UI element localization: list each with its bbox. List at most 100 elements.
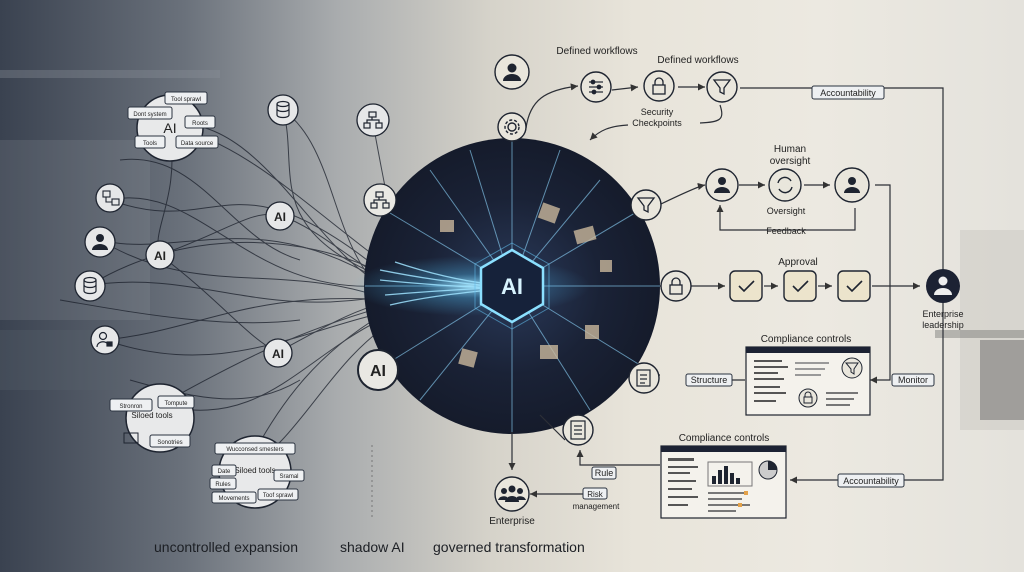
filter-icon [712,79,732,96]
ai-node-left[interactable]: AI [145,240,175,270]
ai-hub[interactable]: AI [474,242,550,330]
svg-text:Rule: Rule [595,468,614,478]
sliders-icon [589,79,603,95]
tag-roots: Roots [184,115,216,129]
tag-sramal: Sramal [273,469,305,482]
svg-text:Rules: Rules [215,482,230,488]
compliance-panel-1[interactable] [745,346,871,416]
hierarchy-node-hub[interactable] [363,183,397,217]
hierarchy-icon [363,111,383,129]
tag-rules: Rules [209,477,237,490]
lock-node-approval[interactable] [660,270,692,302]
siloed-tools-label: Siloed tools [131,411,172,420]
svg-text:Wucconsed smesters: Wucconsed smesters [226,447,283,453]
rule-tag: Rule [591,466,617,480]
person-icon [92,234,108,250]
tag-movements: Movements [211,491,257,504]
database-node-left[interactable] [74,270,106,302]
refresh-node[interactable] [768,168,802,202]
chart-icon [712,466,740,484]
tag-tools: Tools [134,135,166,149]
svg-text:Tools: Tools [143,141,157,147]
tag-tool-sprawl: Tool sprawl [164,91,208,105]
svg-text:Date: Date [218,469,231,475]
svg-text:Sramal: Sramal [279,474,298,480]
svg-text:Structure: Structure [691,375,728,385]
database-icon [83,276,97,295]
svg-text:Sonotries: Sonotries [157,440,182,446]
svg-text:Tool sprawl: Tool sprawl [171,97,201,103]
svg-text:Movements: Movements [218,496,249,502]
svg-text:Roots: Roots [192,121,208,127]
person-icon [714,177,730,193]
left-cluster-bottom2[interactable]: Siloed tools Wucconsed smesters Date Rul… [209,435,305,509]
filter-icon [636,197,656,214]
svg-text:Stronron: Stronron [119,404,142,410]
accountability-tag-bottom: Accountability [837,473,905,488]
person-node-oversight-2[interactable] [834,167,870,203]
structure-tag: Structure [685,373,733,387]
document-node[interactable] [628,362,660,394]
database-icon [276,100,290,119]
tag-date: Date [211,464,237,477]
enterprise-node[interactable] [494,476,530,512]
checklist-node[interactable] [562,414,594,446]
filter-node-mid[interactable] [630,189,662,221]
circuit-blocks [440,202,612,368]
defined-workflows-label-2: Defined workflows [657,55,738,66]
monitor-tag: Monitor [891,373,935,387]
left-cluster-bottom[interactable]: Siloed tools Stronron Tompute Sonotries [109,383,195,453]
tag-toof-sprawl: Toof sprawl [257,488,299,501]
ai-node-big[interactable]: AI [357,349,399,391]
workflow-node-left[interactable] [95,183,125,213]
ai-node-lower[interactable]: AI [263,338,293,368]
ai-node-left-label: AI [154,249,166,263]
ai-node-mid[interactable]: AI [265,201,295,231]
risk-tag: Risk [582,487,608,500]
tag-wucconsed: Wucconsed smesters [214,442,296,455]
left-cluster-top[interactable]: AI Tool sprawl Dont system Roots Tools D… [127,91,219,162]
ai-node-big-label: AI [370,363,386,380]
lock-icon [669,277,683,295]
tag-stronron: Stronron [109,398,153,412]
siloed-tools-label-2: Siloed tools [234,466,275,475]
sliders-node[interactable] [580,71,612,103]
approval-title: Approval [778,257,817,268]
compliance-panel-2[interactable] [660,445,787,519]
filter-node-top[interactable] [706,71,738,103]
group-icon [498,485,526,502]
accountability-tag-top: Accountability [811,85,885,100]
hierarchy-node[interactable] [356,103,390,137]
svg-text:Risk: Risk [587,490,604,499]
gear-node[interactable] [497,112,527,142]
check-icon [792,280,809,293]
person-icon [934,276,952,295]
enterprise-label: Enterprise [489,516,535,527]
lock-icon [803,391,813,404]
check-icon [738,280,755,293]
approval-check-2[interactable] [783,270,817,302]
workflow-icon [102,190,120,206]
lock-node-top[interactable] [643,70,675,102]
screen-icon [123,432,139,444]
defined-workflows-label-1: Defined workflows [556,46,637,57]
leadership-node[interactable] [926,269,960,303]
person-node-oversight-1[interactable] [705,168,739,202]
ai-node-mid-label: AI [274,210,286,224]
energy-glow [350,256,590,316]
person-node-left[interactable] [84,226,116,258]
approval-check-3[interactable] [837,270,871,302]
lock-icon [652,77,666,95]
person-node-top[interactable] [494,54,530,90]
tag-dont-system: Dont system [127,106,173,120]
oversight-label: Oversight [767,206,806,216]
database-node[interactable] [267,94,299,126]
caption-shadow-ai: shadow AI [340,539,405,555]
compliance-title-2: Compliance controls [679,433,770,444]
user-lock-node-left[interactable] [90,325,120,355]
approval-check-1[interactable] [729,270,763,302]
